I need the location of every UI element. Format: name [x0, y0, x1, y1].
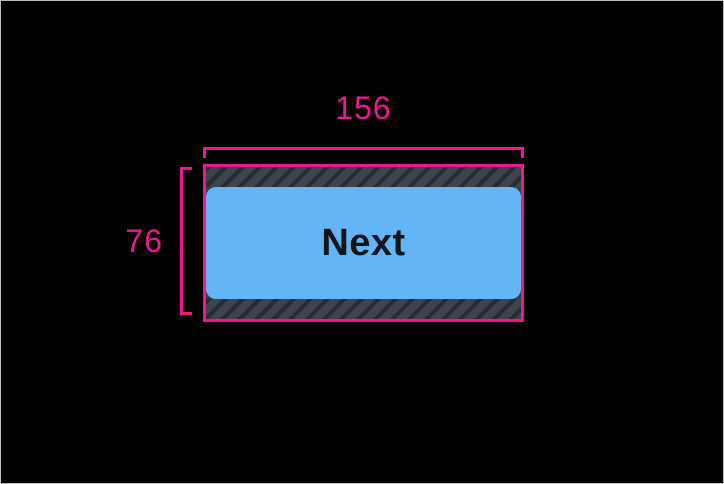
tap-target-outline: Next — [203, 164, 524, 322]
padding-hatch-top — [206, 167, 521, 187]
width-dimension-bracket — [203, 147, 524, 158]
padding-hatch-bottom — [206, 299, 521, 319]
height-dimension-label: 76 — [125, 223, 163, 259]
next-button-label: Next — [321, 221, 406, 264]
height-dimension-bracket — [180, 167, 192, 315]
width-dimension-label: 156 — [335, 90, 392, 126]
next-button[interactable]: Next — [206, 187, 521, 299]
